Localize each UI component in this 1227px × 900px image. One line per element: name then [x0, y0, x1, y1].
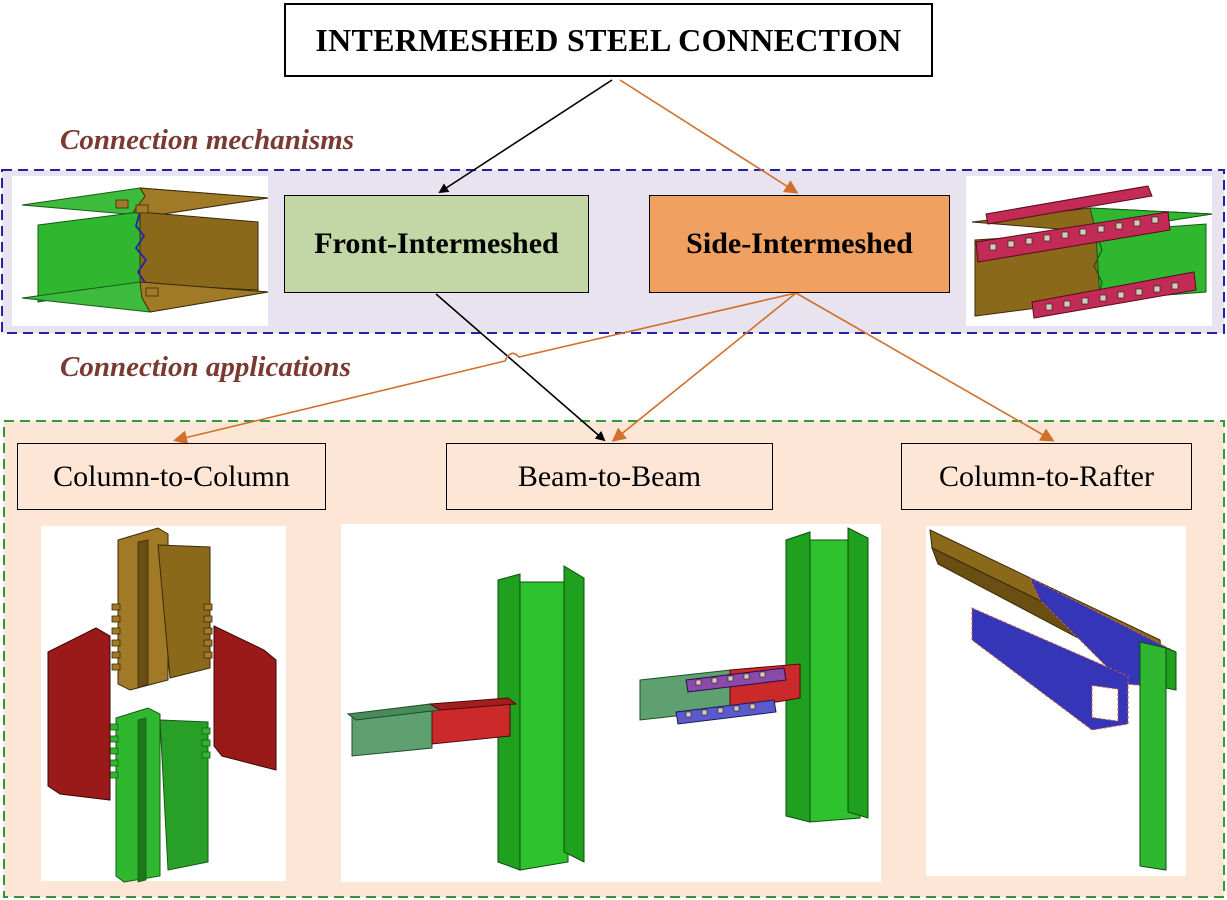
mechanisms-section-label: Connection mechanisms	[60, 124, 355, 156]
side-intermeshed-beam-image	[966, 176, 1213, 326]
column-to-rafter-image	[926, 526, 1186, 876]
arrow-side-to-column	[173, 292, 797, 445]
arrow-front-to-beam	[435, 293, 606, 442]
beam-to-beam-box: Beam-to-Beam	[446, 443, 773, 510]
front-intermeshed-beam-image	[12, 176, 269, 326]
column-to-column-image	[41, 526, 286, 883]
column-to-rafter-box: Column-to-Rafter	[901, 443, 1192, 510]
arrow-side-to-rafter	[795, 292, 1055, 442]
applications-section-label: Connection applications	[60, 351, 351, 383]
connectors	[173, 79, 1055, 445]
front-intermeshed-box: Front-Intermeshed	[284, 195, 589, 293]
column-to-column-box: Column-to-Column	[17, 443, 326, 510]
beam-to-beam-image	[341, 524, 881, 882]
diagram-title: INTERMESHED STEEL CONNECTION	[284, 3, 933, 77]
side-intermeshed-box: Side-Intermeshed	[649, 195, 950, 293]
arrow-title-to-front	[438, 79, 613, 194]
arrow-side-to-beam	[611, 292, 797, 442]
arrow-title-to-side	[619, 79, 799, 194]
